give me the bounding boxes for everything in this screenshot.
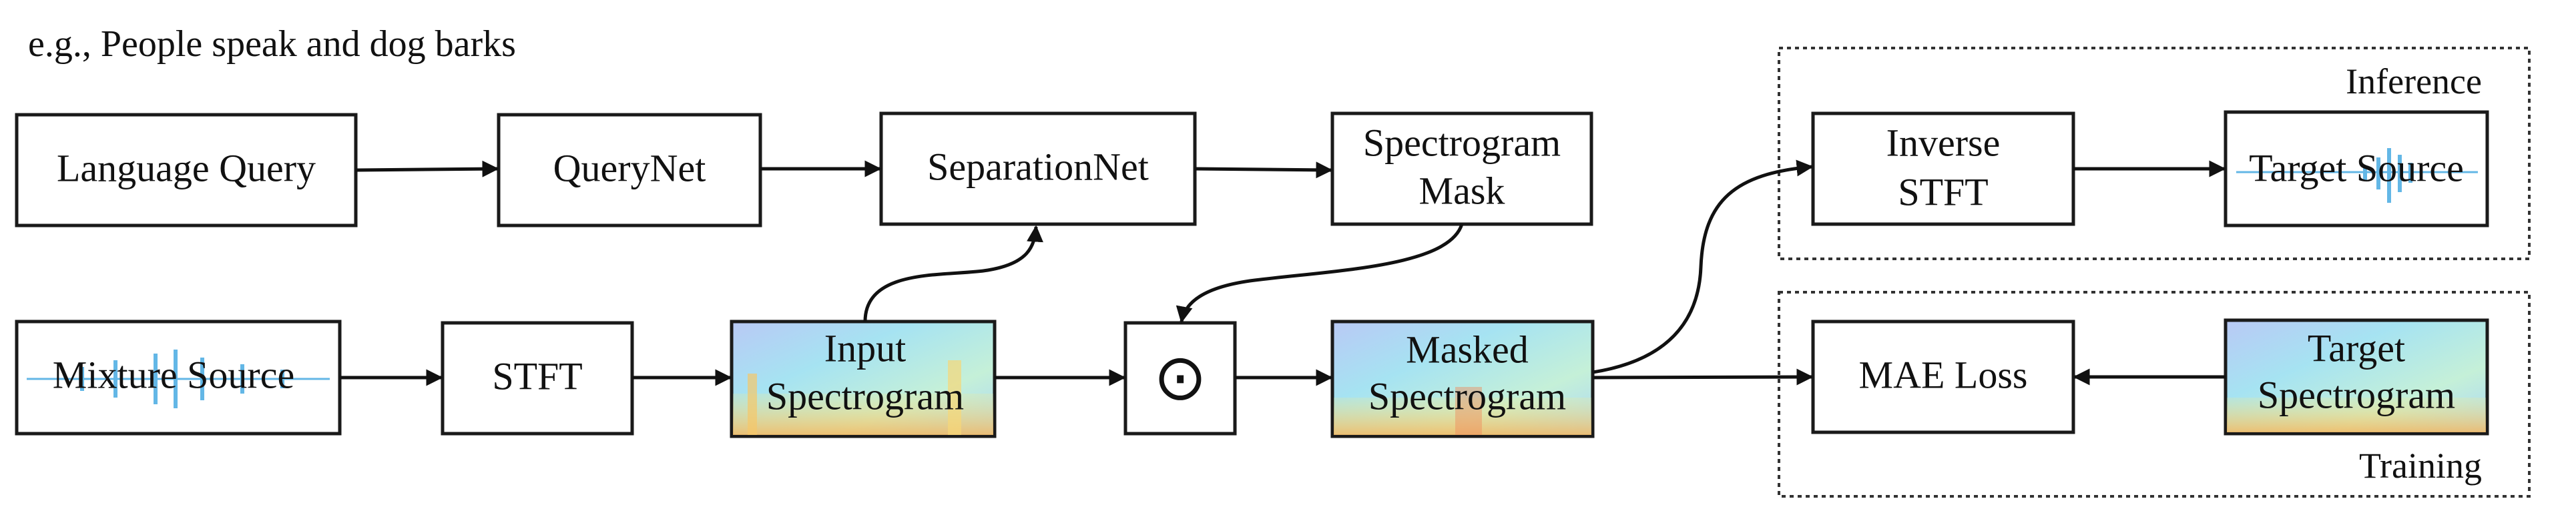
inverse-stft-label-line1: Inverse [1886, 121, 2001, 164]
input-spectrogram-node: Input Spectrogram [730, 320, 997, 438]
target-source-node: Target Source [2224, 110, 2489, 227]
masked-spectrogram-node: Masked Spectrogram [1330, 320, 1595, 438]
language-query-label: Language Query [57, 146, 316, 189]
mae-loss-node: MAE Loss [1811, 320, 2075, 434]
inverse-stft-node: Inverse STFT [1811, 111, 2075, 226]
spectrogram-mask-label-line2: Mask [1419, 169, 1505, 212]
target-source-label: Target Source [2249, 146, 2464, 189]
querynet-label: QueryNet [553, 146, 706, 189]
mixture-source-node: Mixture Source [15, 320, 342, 436]
arrow-mask-to-multiply [1176, 223, 1464, 324]
training-group: Training [1778, 291, 2531, 498]
spectrogram-mask-label-line1: Spectrogram [1363, 121, 1561, 164]
separationnet-node: SeparationNet [879, 111, 1197, 226]
target-source-waveform [2236, 148, 2478, 203]
inference-group: Inference [1778, 47, 2531, 260]
input-spectrogram-label-line1: Input [824, 326, 906, 370]
arrow-masked-to-inverse-stft [1592, 159, 1814, 374]
arrow-separationnet-to-mask [1194, 161, 1333, 179]
inference-label: Inference [2346, 61, 2482, 101]
mixture-source-waveform [27, 350, 330, 408]
mae-loss-label: MAE Loss [1859, 353, 2028, 396]
input-spectrogram-label-line2: Spectrogram [766, 374, 964, 418]
stft-label: STFT [492, 354, 582, 398]
training-group-border [1778, 291, 2531, 498]
spectrogram-mask-node: Spectrogram Mask [1330, 111, 1593, 226]
target-spectrogram-label-line2: Spectrogram [2258, 373, 2455, 416]
target-spectrogram-node: Target Spectrogram [2224, 318, 2489, 436]
target-spectrogram-label-line1: Target [2308, 326, 2405, 370]
querynet-node: QueryNet [497, 113, 762, 227]
training-label: Training [2359, 446, 2482, 486]
separationnet-label: SeparationNet [927, 145, 1149, 188]
multiply-node: ⊙ [1123, 321, 1237, 436]
inverse-stft-label-line2: STFT [1898, 170, 1988, 213]
masked-spectrogram-label-line1: Masked [1406, 328, 1529, 371]
query-caption: e.g., People speak and dog barks [28, 23, 516, 65]
elementwise-multiply-symbol: ⊙ [1153, 340, 1207, 414]
masked-spectrogram-label-line2: Spectrogram [1368, 374, 1566, 418]
language-query-node: Language Query [15, 113, 358, 227]
arrow-masked-to-mae-loss [1592, 368, 1814, 386]
stft-node: STFT [441, 321, 634, 436]
arrow-input-spectrogram-to-separationnet [863, 225, 1043, 322]
mixture-source-label: Mixture Source [53, 353, 294, 396]
arrow-query-to-querynet [355, 160, 499, 177]
